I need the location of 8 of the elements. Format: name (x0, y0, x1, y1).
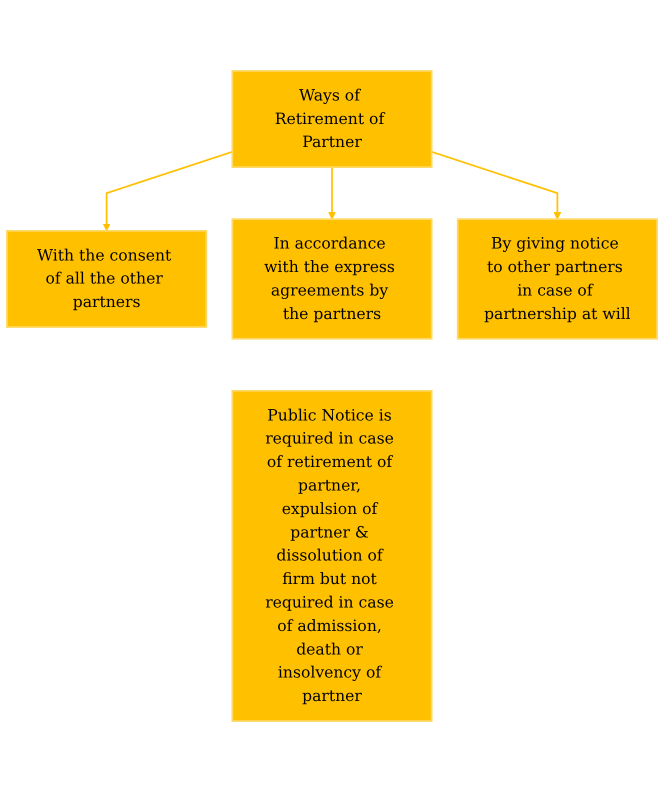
node-box: Public Notice is required in case of retirement of partner, expulsion of partner & dissolution of firm but not required in case of admission, death or insolvency of partner (231, 389, 433, 722)
node-box: With the consent of all the other partners (6, 230, 208, 328)
node-box: Ways of Retirement of Partner (231, 70, 433, 168)
arrow (102, 150, 233, 231)
node-box: By giving notice to other partners in case of partnership at will (456, 218, 658, 340)
arrow (328, 166, 336, 219)
arrow (431, 150, 562, 219)
node-box: In accordance with the express agreements by the partners (231, 218, 433, 340)
